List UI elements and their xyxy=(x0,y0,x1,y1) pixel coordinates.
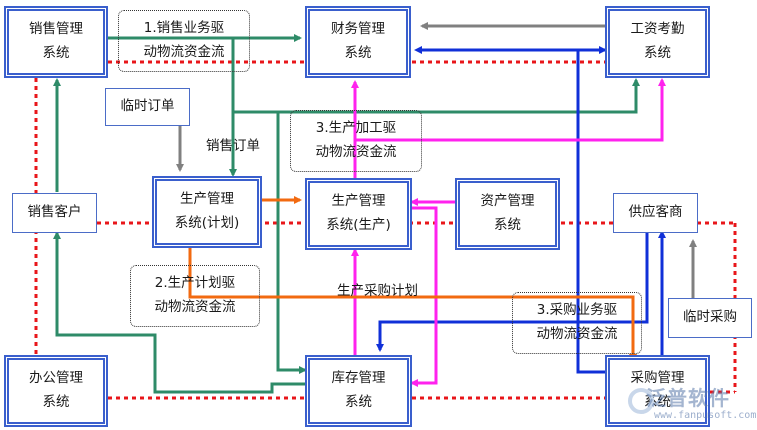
magenta-to-payroll xyxy=(355,78,666,142)
customer-label: 销售客户 xyxy=(27,204,82,221)
warehouse-system-box: 库存管理 系统 xyxy=(305,355,412,427)
prod-exec-system-label: 生产管理 系统(生产) xyxy=(326,193,391,233)
office-system-box: 办公管理 系统 xyxy=(4,355,108,427)
warehouse-system-label: 库存管理 系统 xyxy=(331,370,386,410)
note-plan-driven-text: 2.生产计划驱 动物流资金流 xyxy=(154,275,236,315)
note-sales-driven: 1.销售业务驱 动物流资金流 xyxy=(118,10,250,72)
note-purchase-driven: 3.采购业务驱 动物流资金流 xyxy=(512,292,642,354)
blue-right-loop xyxy=(576,50,605,374)
note-purchase-driven-text: 3.采购业务驱 动物流资金流 xyxy=(536,302,618,342)
payroll-system-box: 工资考勤 系统 xyxy=(605,6,710,78)
brand-name: 泛普软件 xyxy=(646,386,730,410)
teal-warehouse-to-customer xyxy=(53,231,305,394)
brand-url: www.fanpusoft.com xyxy=(654,410,757,421)
blue-flows xyxy=(376,46,666,374)
temp-order-box: 临时订单 xyxy=(105,88,190,126)
teal-to-payroll xyxy=(233,78,640,114)
orange-plan-to-purchase xyxy=(188,248,637,362)
note-processing-driven-text: 3.生产加工驱 动物流资金流 xyxy=(315,120,397,160)
assets-system-label: 资产管理 系统 xyxy=(480,193,535,233)
supplier-box: 供应客商 xyxy=(613,193,698,233)
finance-system-label: 财务管理 系统 xyxy=(331,21,385,61)
note-processing-driven: 3.生产加工驱 动物流资金流 xyxy=(290,110,422,172)
payroll-system-label: 工资考勤 系统 xyxy=(630,21,685,61)
prod-plan-system-label: 生产管理 系统(计划) xyxy=(174,191,240,231)
prod-plan-system-box: 生产管理 系统(计划) xyxy=(152,176,262,248)
assets-system-box: 资产管理 系统 xyxy=(455,178,560,250)
temp-order-label: 临时订单 xyxy=(120,98,175,115)
finance-system-box: 财务管理 系统 xyxy=(305,6,411,78)
gray-flows xyxy=(176,22,697,298)
temp-purchase-box: 临时采购 xyxy=(668,298,752,338)
gear-logo-icon xyxy=(628,388,654,414)
prod-exec-system-box: 生产管理 系统(生产) xyxy=(305,178,412,250)
teal-to-warehouse xyxy=(276,112,307,374)
temp-purchase-label: 临时采购 xyxy=(683,309,737,326)
note-plan-driven: 2.生产计划驱 动物流资金流 xyxy=(130,265,260,327)
sales-system-label: 销售管理 系统 xyxy=(29,21,83,61)
prod-purchase-plan-label: 生产采购计划 xyxy=(337,283,418,299)
supplier-label: 供应客商 xyxy=(628,204,683,221)
customer-box: 销售客户 xyxy=(12,193,97,233)
teal-flows xyxy=(53,34,640,394)
sales-system-box: 销售管理 系统 xyxy=(4,6,108,78)
note-sales-driven-text: 1.销售业务驱 动物流资金流 xyxy=(143,20,225,60)
orange-flows xyxy=(188,196,637,362)
sales-order-label: 销售订单 xyxy=(206,138,260,154)
brand-watermark: 泛普软件 www.fanpusoft.com xyxy=(622,380,756,430)
office-system-label: 办公管理 系统 xyxy=(29,370,83,410)
blue-purchase-to-warehouse xyxy=(376,232,649,352)
